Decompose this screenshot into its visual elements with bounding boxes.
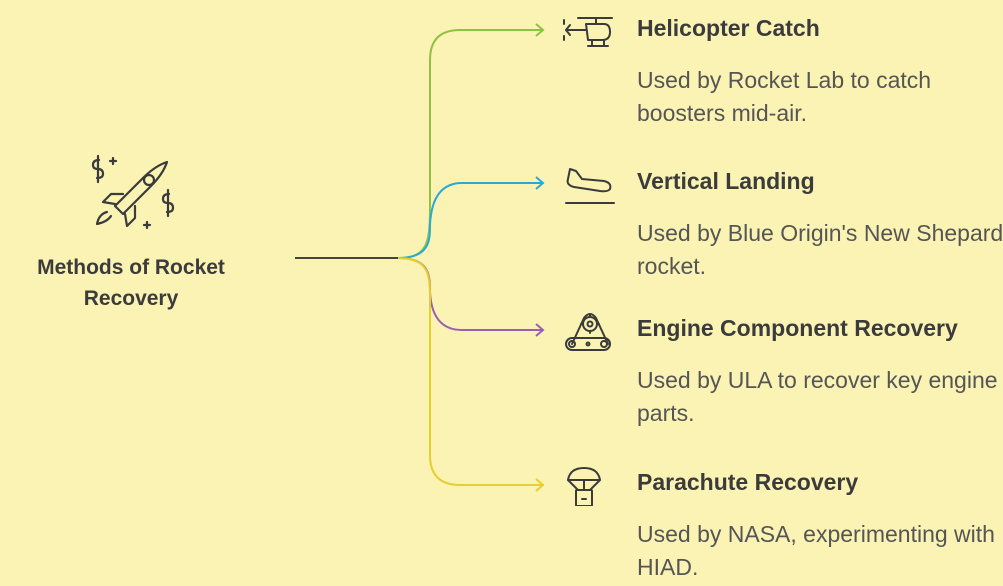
connector-helicopter <box>397 29 542 259</box>
branch-helicopter-catch: Helicopter Catch Used by Rocket Lab to c… <box>560 12 1003 132</box>
branch-title: Helicopter Catch <box>637 15 820 41</box>
arrowhead-vertical-landing <box>535 176 545 190</box>
branch-title: Parachute Recovery <box>637 469 859 495</box>
branch-engine-component-recovery: Engine Component Recovery Used by ULA to… <box>560 312 1003 442</box>
conveyor-gear-icon <box>565 313 611 351</box>
branch-description: Used by ULA to recover key engine parts. <box>637 367 998 426</box>
connector-vertical-landing <box>397 182 542 259</box>
parachute-box-icon <box>567 467 601 506</box>
landing-plane-icon <box>565 168 615 204</box>
rocket-money-icon <box>91 154 175 230</box>
helicopter-icon <box>563 17 613 47</box>
branch-title: Engine Component Recovery <box>637 315 958 341</box>
branch-description: Used by NASA, experimenting with HIAD. <box>637 521 995 580</box>
branch-title: Vertical Landing <box>637 168 815 194</box>
connector-engine <box>397 257 542 331</box>
arrowhead-helicopter <box>535 23 545 37</box>
root-title: Methods of Rocket Recovery <box>37 256 225 310</box>
branch-description: Used by Blue Origin's New Shepard rocket… <box>637 220 1003 279</box>
branch-vertical-landing: Vertical Landing Used by Blue Origin's N… <box>560 165 1003 285</box>
branch-description: Used by Rocket Lab to catch boosters mid… <box>637 67 932 126</box>
arrowhead-engine <box>535 323 545 337</box>
arrowhead-parachute <box>535 478 545 492</box>
branch-parachute-recovery: Parachute Recovery Used by NASA, experim… <box>560 466 1003 586</box>
connector-parachute <box>397 257 542 486</box>
